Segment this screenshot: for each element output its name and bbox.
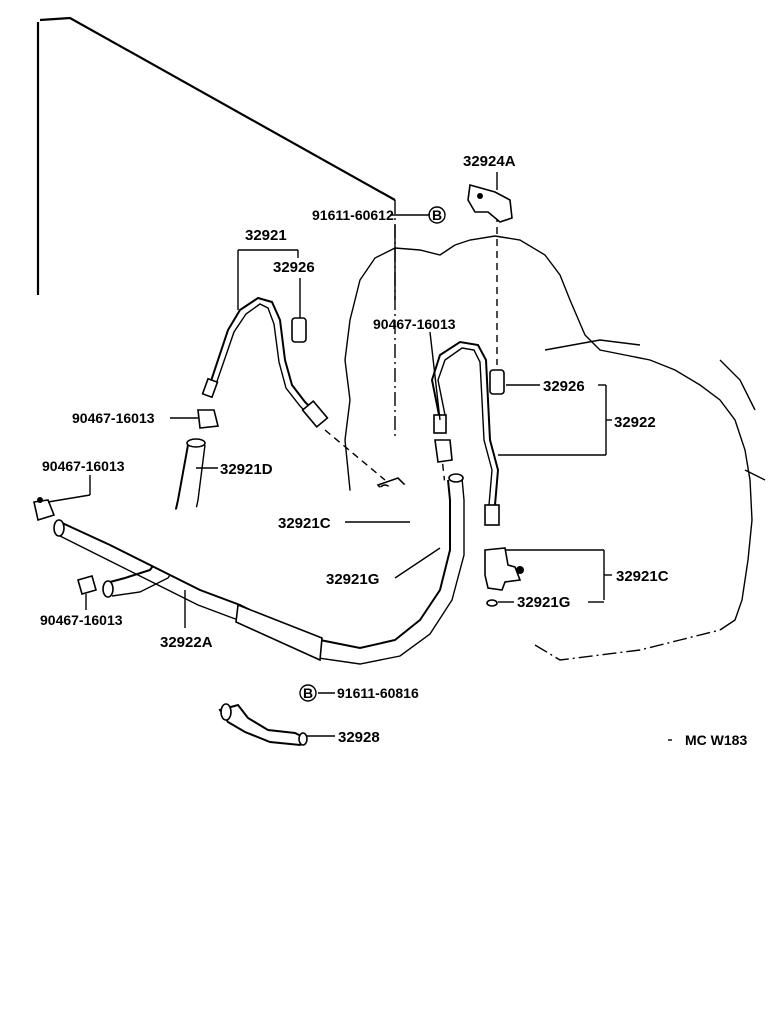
label-90467-left1: 90467-16013 <box>72 410 155 426</box>
bolt-marker-label: B <box>303 685 313 701</box>
clamp-90467-left2 <box>33 497 56 522</box>
label-91611-60612: 91611-60612 <box>312 207 394 223</box>
clamp-90467-top-mid <box>434 439 453 463</box>
label-90467-left3: 90467-16013 <box>40 612 123 628</box>
label-leaders <box>47 249 672 741</box>
hose-32922A <box>53 473 465 665</box>
label-32921C-mid: 32921C <box>278 515 331 532</box>
bracket-32924A <box>467 172 513 223</box>
leader-lines <box>324 200 498 486</box>
label-32921D: 32921D <box>220 461 273 478</box>
figure-code: MC W183 <box>685 732 747 748</box>
grommet-32926-left <box>291 317 307 343</box>
oring-32921G-right <box>486 599 498 607</box>
label-32921: 32921 <box>245 227 287 244</box>
clamp-90467-left1 <box>197 409 219 429</box>
label-32928: 32928 <box>338 729 380 746</box>
label-32926-right: 32926 <box>543 378 585 395</box>
part-labels: 32924A 91611-60612 32921 32926 90467-160… <box>40 153 747 748</box>
label-32924A: 32924A <box>463 153 516 170</box>
label-32926-left: 32926 <box>273 259 315 276</box>
label-32921G-right: 32921G <box>517 594 570 611</box>
label-90467-left2: 90467-16013 <box>42 458 125 474</box>
label-32921C-right: 32921C <box>616 568 669 585</box>
grommet-32926-right <box>489 369 505 395</box>
pipe-32921 <box>201 296 329 429</box>
label-32922: 32922 <box>614 414 656 431</box>
union-32921C-right <box>484 547 524 591</box>
bolt-marker-60612: B <box>428 206 446 224</box>
clamp-90467-left3 <box>77 575 97 595</box>
pipe-32922 <box>430 340 500 526</box>
bolt-marker-60816: B <box>299 684 317 702</box>
bolt-marker-label: B <box>432 207 442 223</box>
label-91611-60816: 91611-60816 <box>337 685 419 701</box>
label-32921G-mid: 32921G <box>326 571 379 588</box>
label-90467-top-mid: 90467-16013 <box>373 316 456 332</box>
hose-32928 <box>218 703 308 747</box>
transmission-case-outline <box>36 16 766 661</box>
label-32922A: 32922A <box>160 634 213 651</box>
